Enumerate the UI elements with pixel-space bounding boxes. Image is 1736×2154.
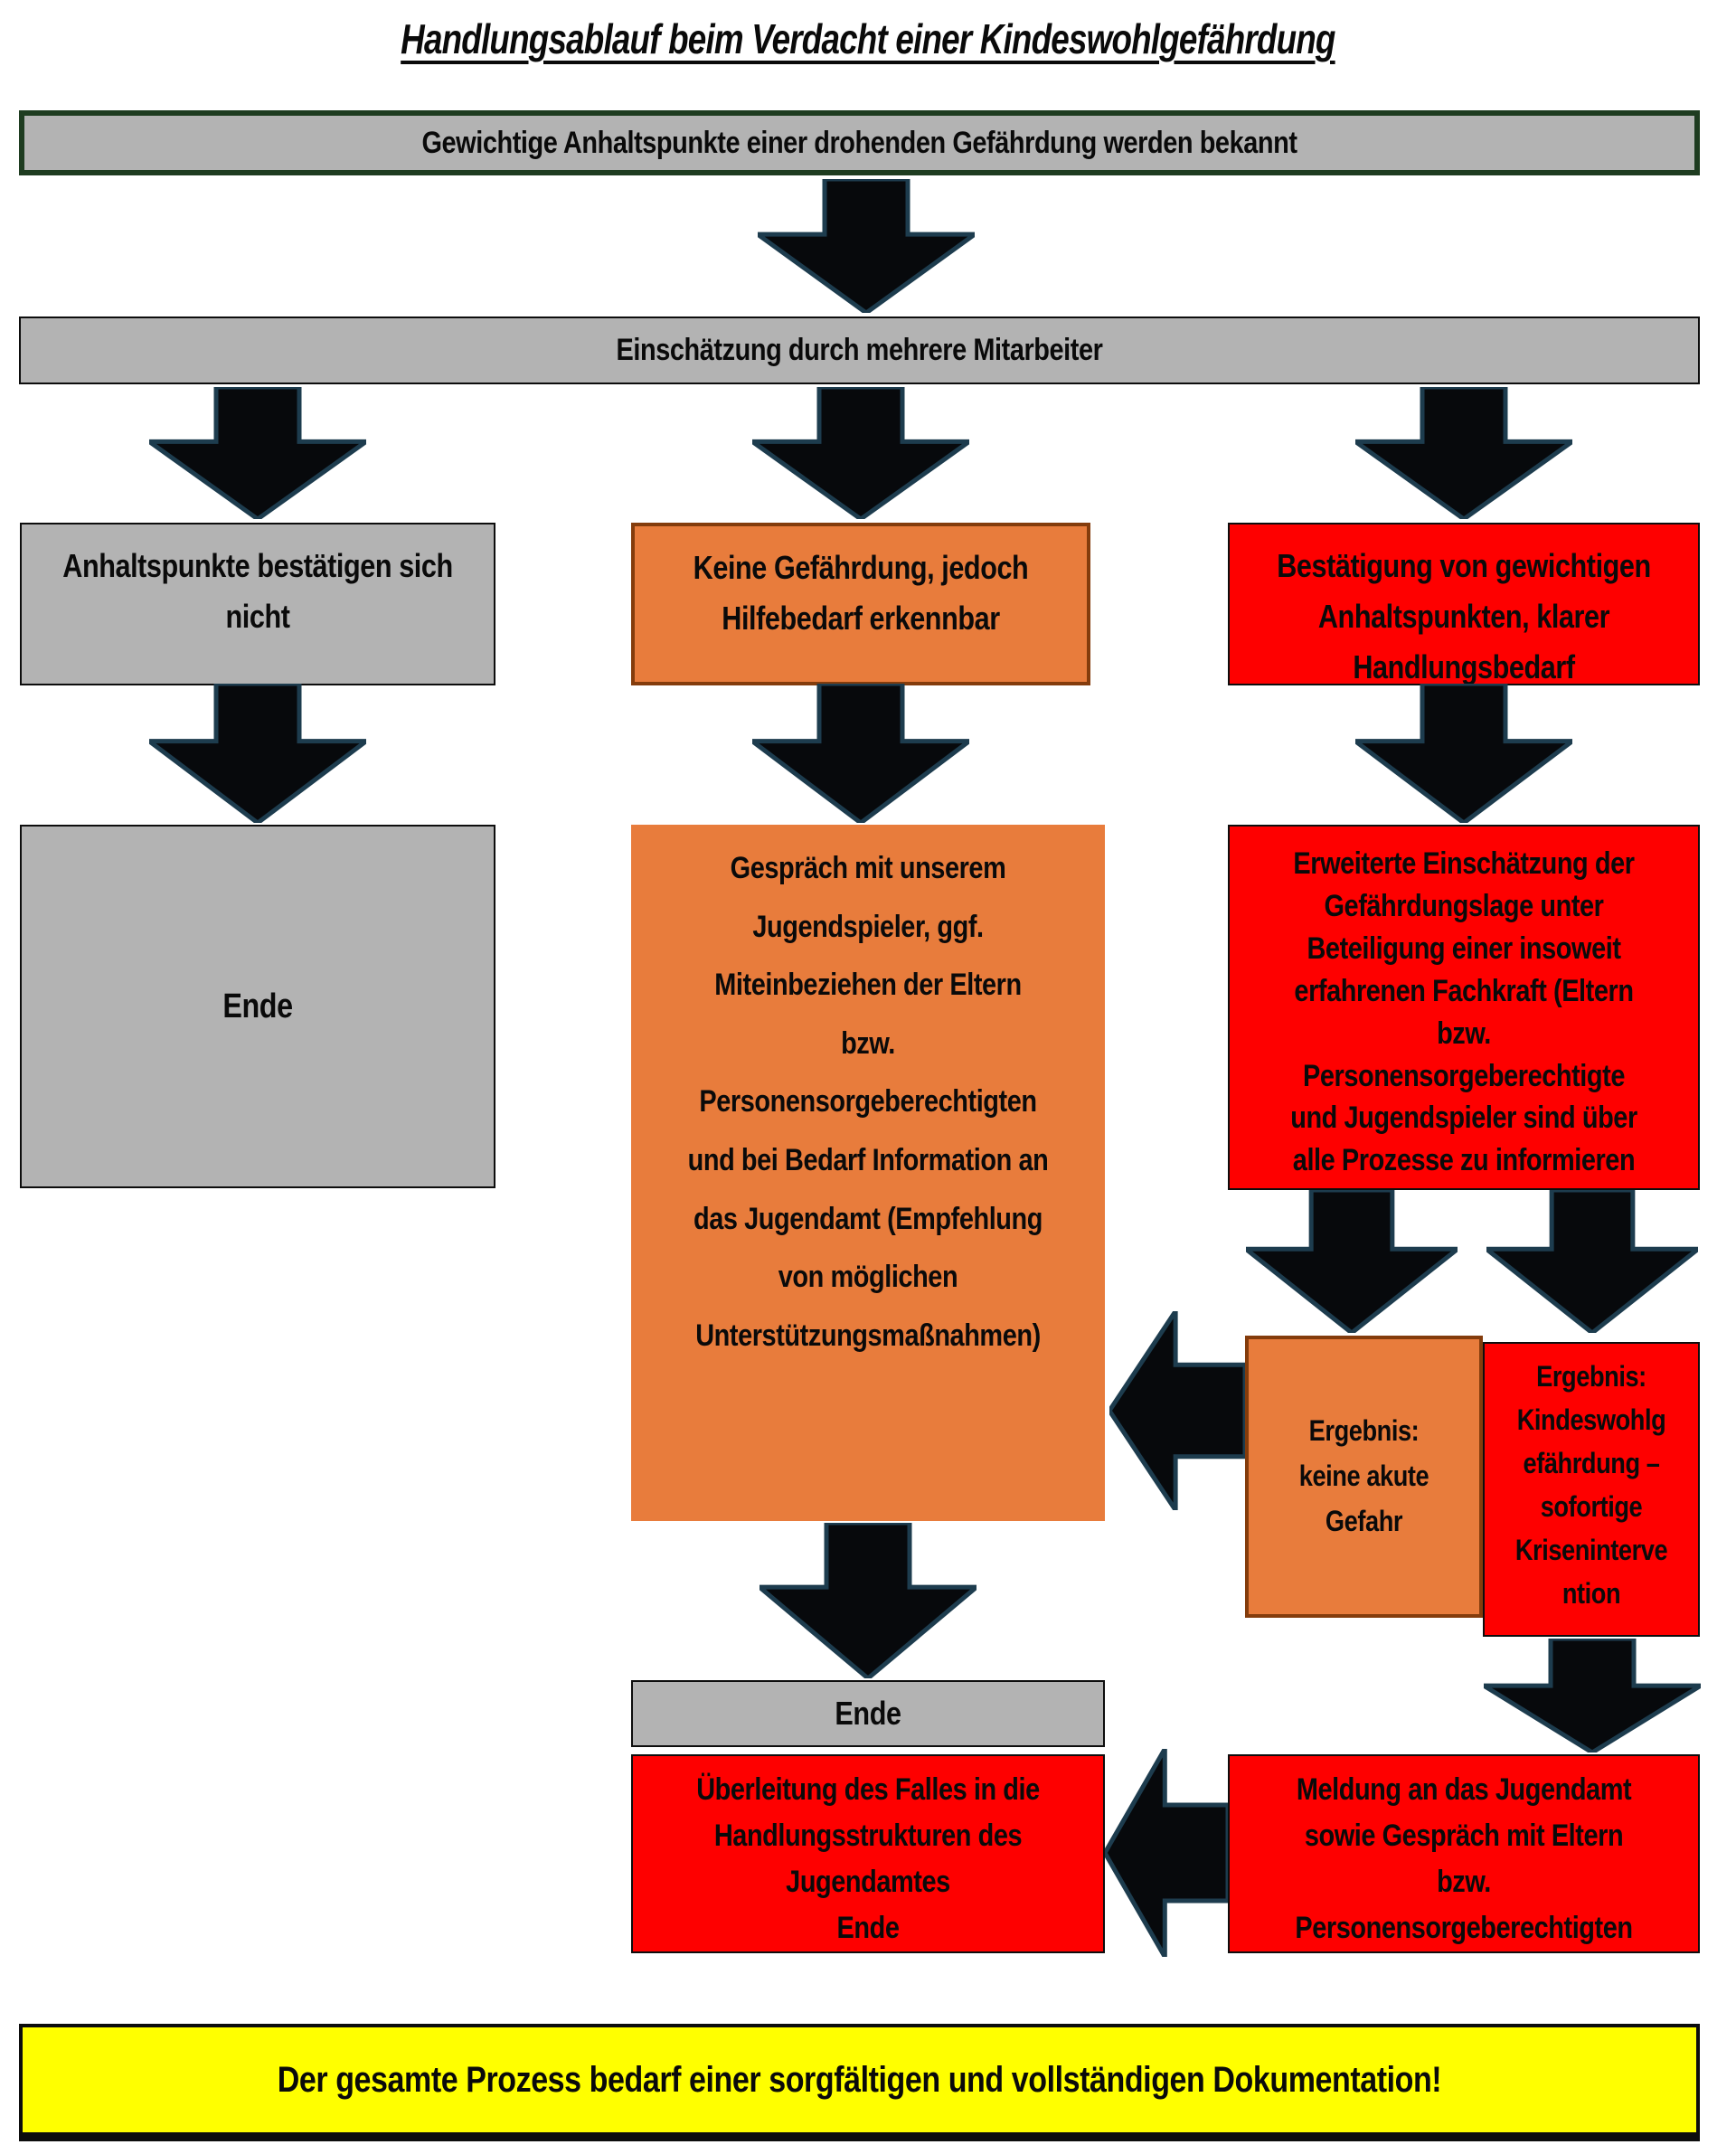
node-confirmed: Bestätigung von gewichtigen Anhaltspunkt… (1228, 523, 1700, 685)
arrow-down-endangerment-to-report (1484, 1639, 1701, 1752)
node-extended-assessment-label: Erweiterte Einschätzung der Gefährdungsl… (1290, 846, 1637, 1178)
node-not-confirmed-label: Anhaltspunkte bestätigen sich nicht (62, 547, 453, 635)
node-end-mid-label: Ende (835, 1695, 901, 1732)
arrow-down-confirmed-to-extended (1355, 684, 1572, 823)
node-end-left: Ende (20, 825, 495, 1188)
arrow-down-no-danger-to-talk (752, 684, 969, 823)
node-extended-assessment: Erweiterte Einschätzung der Gefährdungsl… (1228, 825, 1700, 1190)
arrow-down-not-confirmed-to-end (149, 684, 366, 823)
node-report-to-youth-office-label: Meldung an das Jugendamt sowie Gespräch … (1295, 1772, 1633, 1945)
node-assessment-label: Einschätzung durch mehrere Mitarbeiter (616, 333, 1103, 367)
node-handover-to-youth-office: Überleitung des Falles in die Handlungss… (631, 1754, 1105, 1953)
documentation-banner-label: Der gesamte Prozess bedarf einer sorgfäl… (277, 2059, 1442, 2100)
node-result-endangerment-label: Ergebnis: Kindeswohlg efährdung – sofort… (1514, 1360, 1668, 1610)
arrow-left-report-to-handover (1105, 1749, 1228, 1957)
node-end-left-label: Ende (222, 987, 293, 1025)
arrow-left-result-no-acute-to-talk (1109, 1311, 1245, 1510)
arrow-down-talk-to-end (760, 1523, 976, 1678)
node-no-danger-help-label: Keine Gefährdung, jedoch Hilfebedarf erk… (693, 549, 1029, 637)
node-end-mid: Ende (631, 1680, 1105, 1747)
node-handover-to-youth-office-label: Überleitung des Falles in die Handlungss… (696, 1772, 1040, 1945)
node-confirmed-label: Bestätigung von gewichtigen Anhaltspunkt… (1277, 547, 1651, 685)
node-talk-with-player-label: Gespräch mit unserem Jugendspieler, ggf.… (687, 851, 1049, 1353)
arrow-down-extended-to-result-no-acute (1246, 1190, 1458, 1333)
node-result-endangerment: Ergebnis: Kindeswohlg efährdung – sofort… (1483, 1342, 1700, 1637)
node-result-no-acute-danger: Ergebnis: keine akute Gefahr (1245, 1336, 1483, 1618)
arrow-down-extended-to-result-endangerment (1486, 1190, 1698, 1333)
node-start-label: Gewichtige Anhaltspunkte einer drohenden… (421, 125, 1297, 160)
node-report-to-youth-office: Meldung an das Jugendamt sowie Gespräch … (1228, 1754, 1700, 1953)
arrow-down-start-to-assessment (758, 179, 975, 313)
arrow-down-assessment-to-confirmed (1355, 387, 1572, 519)
node-result-no-acute-danger-label: Ergebnis: keine akute Gefahr (1298, 1414, 1429, 1537)
arrow-down-assessment-to-no-danger (752, 387, 969, 519)
node-start: Gewichtige Anhaltspunkte einer drohenden… (19, 110, 1700, 175)
node-no-danger-help: Keine Gefährdung, jedoch Hilfebedarf erk… (631, 523, 1090, 685)
node-talk-with-player: Gespräch mit unserem Jugendspieler, ggf.… (631, 825, 1105, 1521)
node-assessment: Einschätzung durch mehrere Mitarbeiter (19, 316, 1700, 384)
arrow-down-assessment-to-not-confirmed (149, 387, 366, 519)
node-not-confirmed: Anhaltspunkte bestätigen sich nicht (20, 523, 495, 685)
page-title-text: Handlungsablauf beim Verdacht einer Kind… (401, 15, 1335, 62)
documentation-banner: Der gesamte Prozess bedarf einer sorgfäl… (19, 2024, 1700, 2141)
page-title: Handlungsablauf beim Verdacht einer Kind… (0, 14, 1736, 63)
